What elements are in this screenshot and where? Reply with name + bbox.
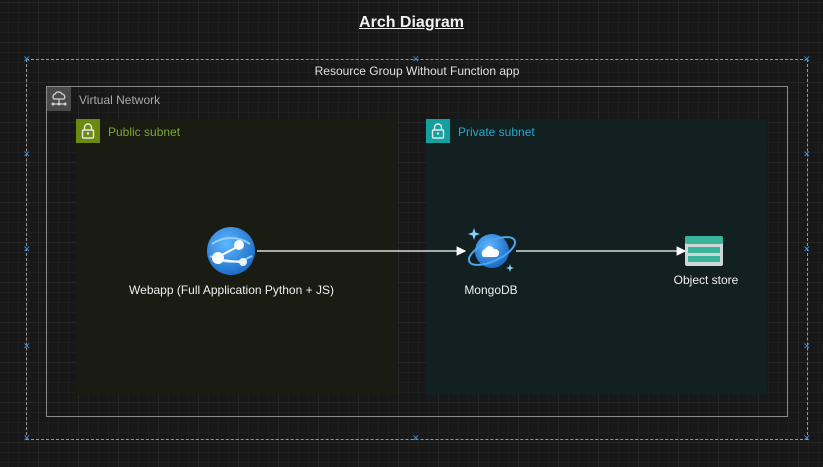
resize-handle[interactable]: ✕ bbox=[803, 149, 811, 159]
object-store-label: Object store bbox=[673, 273, 739, 287]
virtual-network-label: Virtual Network bbox=[79, 93, 161, 107]
webapp-label: Webapp (Full Application Python + JS) bbox=[129, 283, 334, 297]
resource-group-label: Resource Group Without Function app bbox=[314, 64, 520, 78]
virtual-network-container[interactable]: Virtual Network bbox=[46, 86, 788, 417]
resize-handle[interactable]: ✕ bbox=[23, 54, 31, 64]
lock-icon bbox=[76, 119, 100, 143]
cosmos-db-icon[interactable] bbox=[464, 224, 520, 278]
resize-handle[interactable]: ✕ bbox=[412, 54, 420, 64]
resize-handle[interactable]: ✕ bbox=[23, 244, 31, 254]
storage-icon[interactable] bbox=[685, 236, 723, 266]
resize-handle[interactable]: ✕ bbox=[803, 341, 811, 351]
cloud-network-icon bbox=[47, 87, 71, 111]
public-subnet-label: Public subnet bbox=[108, 125, 181, 139]
resize-handle[interactable]: ✕ bbox=[23, 433, 31, 443]
resize-handle[interactable]: ✕ bbox=[803, 54, 811, 64]
resource-group-container[interactable]: Resource Group Without Function app bbox=[26, 59, 808, 440]
resize-handle[interactable]: ✕ bbox=[412, 433, 420, 443]
lock-icon bbox=[426, 119, 450, 143]
azure-app-service-icon[interactable] bbox=[206, 226, 256, 276]
mongodb-label: MongoDB bbox=[464, 283, 518, 297]
resize-handle[interactable]: ✕ bbox=[803, 244, 811, 254]
resize-handle[interactable]: ✕ bbox=[23, 341, 31, 351]
resize-handle[interactable]: ✕ bbox=[803, 433, 811, 443]
private-subnet-label: Private subnet bbox=[458, 125, 535, 139]
diagram-title: Arch Diagram bbox=[359, 14, 464, 31]
resize-handle[interactable]: ✕ bbox=[23, 149, 31, 159]
